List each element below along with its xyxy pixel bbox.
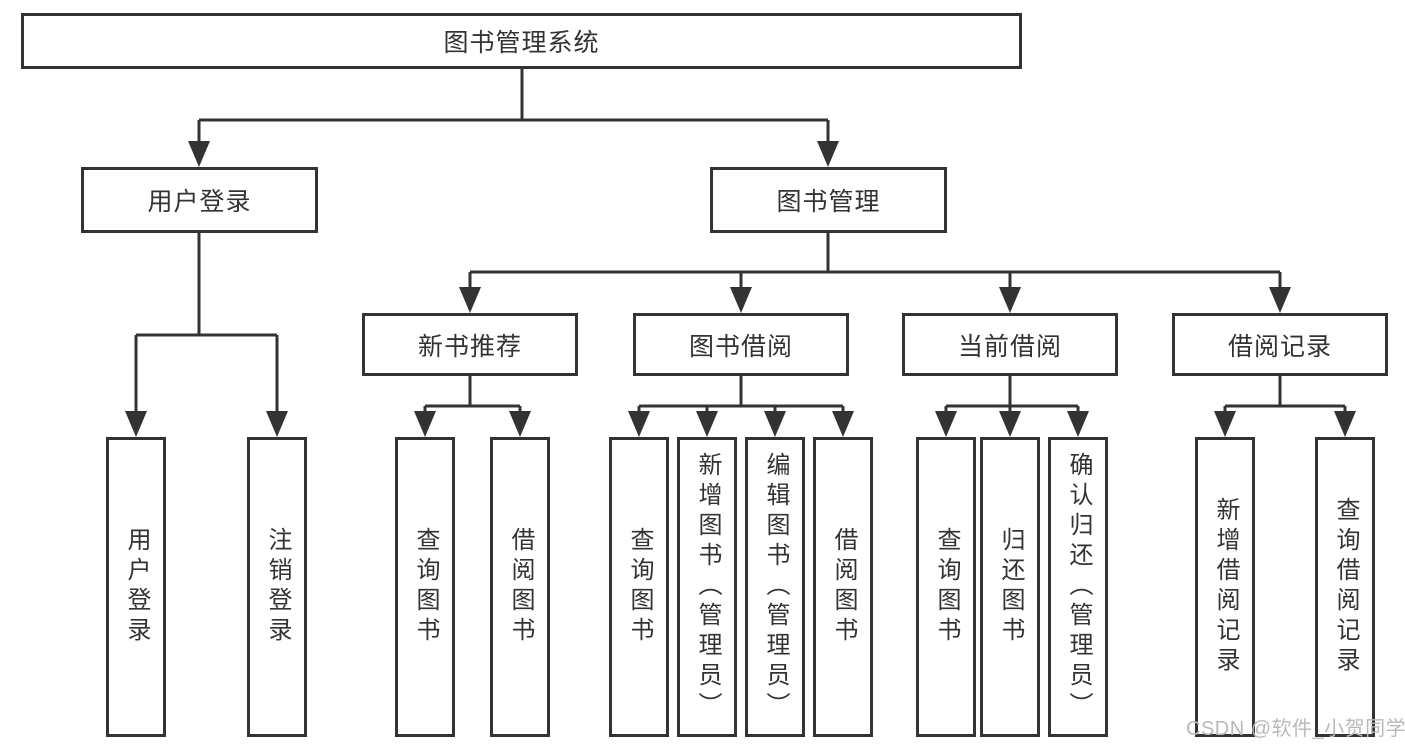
node-current-borrow: 当前借阅 [902,313,1118,376]
node-borrow-book-2: 借阅图书 [813,437,873,737]
node-query-book-1: 查询图书 [395,437,455,737]
node-borrow-book-1: 借阅图书 [490,437,550,737]
node-leaf-user-login: 用户登录 [106,437,166,737]
connector-current-borrow-children [935,376,1089,437]
node-book-borrow: 图书借阅 [633,313,849,376]
csdn-watermark: CSDN @软件_小贺同学 [1186,718,1405,740]
node-borrow-records: 借阅记录 [1172,313,1388,376]
connector-user-login-children [125,233,288,437]
node-root: 图书管理系统 [21,13,1022,69]
connector-borrow-records-children [1214,376,1356,437]
node-user-login: 用户登录 [81,167,318,233]
node-return-book: 归还图书 [980,437,1040,737]
node-add-book: 新增图书（管理员） [677,437,737,737]
node-confirm-return: 确认归还（管理员） [1048,437,1108,737]
node-leaf-logout: 注销登录 [247,437,307,737]
connector-root-to-level2 [188,69,839,167]
node-book-mgmt: 图书管理 [710,167,947,233]
node-query-book-3: 查询图书 [916,437,976,737]
node-query-book-2: 查询图书 [609,437,669,737]
connector-new-book-rec-children [414,376,531,437]
node-edit-book: 编辑图书（管理员） [745,437,805,737]
connector-book-mgmt-children [459,233,1291,313]
connector-book-borrow-children [628,376,854,437]
node-new-book-rec: 新书推荐 [362,313,578,376]
node-query-borrow-record: 查询借阅记录 [1315,437,1375,737]
node-add-borrow-record: 新增借阅记录 [1195,437,1255,737]
